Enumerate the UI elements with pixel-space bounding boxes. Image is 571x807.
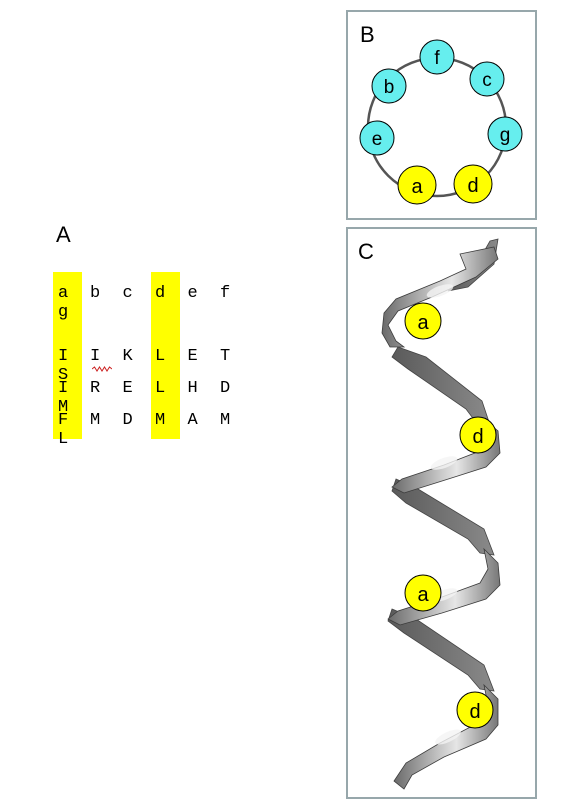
heptad-position: g [58,303,69,322]
residue: A [187,411,198,430]
sequence-row: F M D M A M L [58,411,278,449]
svg-text:e: e [372,129,383,150]
svg-text:c: c [482,70,492,91]
svg-text:a: a [411,176,423,198]
residue: D [220,379,231,398]
residue: I [90,347,101,366]
wheel-position-f: f [419,39,455,75]
svg-text:d: d [472,426,483,448]
heptad-header-row: a b c d e f g [58,284,278,322]
wheel-position-c: c [469,61,505,97]
wheel-position-g: g [487,116,523,152]
panel-a-label: A [56,222,71,247]
helix-back-strands [387,238,499,692]
svg-text:g: g [500,125,511,146]
sequence-row: I R E L H D M [58,379,278,417]
helix-marker-a-2: a [404,574,442,612]
residue: E [187,347,198,366]
svg-text:a: a [417,584,429,606]
panel-b-box: B f c g d a e b [346,10,537,220]
heptad-position: c [122,284,133,303]
residue: L [155,347,166,366]
sequence-row: I I K L E T S [58,347,278,385]
svg-text:d: d [467,175,478,197]
panel-c-label: C [358,239,374,264]
residue: H [187,379,198,398]
residue: K [122,347,133,366]
residue: M [58,398,69,417]
residue: I [58,379,69,398]
residue: L [58,430,69,449]
residue: I [58,347,69,366]
wheel-position-b: b [371,68,407,104]
residue: D [122,411,133,430]
heptad-position: e [187,284,198,303]
svg-text:f: f [434,48,440,69]
residue: R [90,379,101,398]
svg-text:d: d [469,701,480,723]
residue: T [220,347,231,366]
heptad-position: d [155,284,166,303]
alpha-helix: C a d [358,238,501,790]
wheel-position-d: d [453,164,493,204]
helix-marker-d-2: d [456,691,494,729]
panel-b-label: B [360,22,375,47]
heptad-position: a [58,284,69,303]
helix-marker-d-1: d [459,416,497,454]
helix-marker-a-1: a [404,302,442,340]
panel-c-box: C a d [346,227,537,799]
wheel-position-a: a [397,165,437,205]
residue: M [220,411,231,430]
svg-text:a: a [417,312,429,334]
helix-highlights [426,284,461,745]
spellcheck-underline [92,366,112,372]
heptad-position: b [90,284,101,303]
residue: S [58,366,69,385]
helical-wheel: B f c g d a e b [359,22,523,205]
residue: E [122,379,133,398]
heptad-position: f [220,284,231,303]
highlight-column-a [53,272,82,439]
residue: M [155,411,166,430]
residue: L [155,379,166,398]
residue: M [90,411,101,430]
wheel-position-e: e [359,120,395,156]
highlight-column-d [151,272,180,439]
svg-text:b: b [384,77,395,98]
residue: F [58,411,69,430]
